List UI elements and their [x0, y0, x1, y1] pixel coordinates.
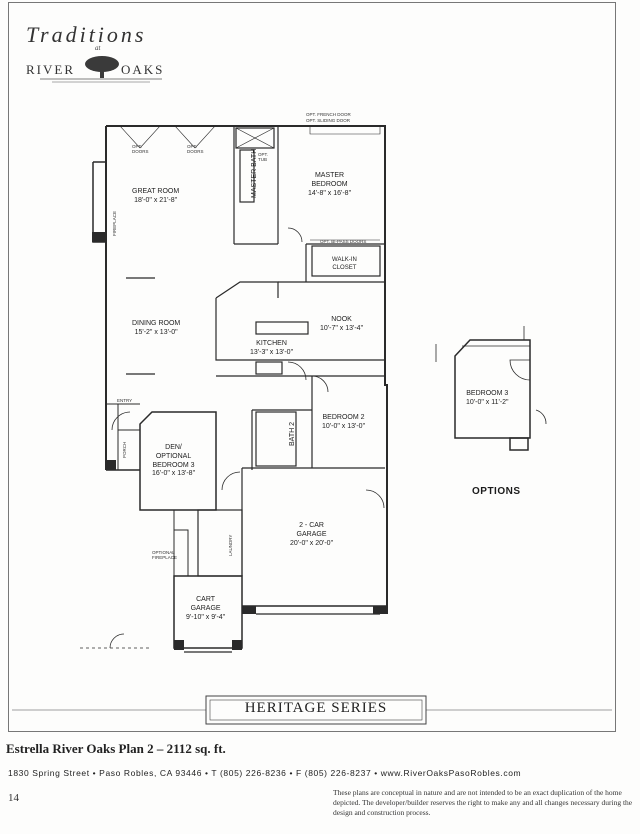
plan-name: Estrella River Oaks Plan 2 – 2112 sq. ft…: [6, 741, 226, 756]
opt-tub-label: OPT.TUB: [258, 152, 269, 162]
bath-2-label: BATH 2: [289, 422, 296, 446]
great-room-label: GREAT ROOM 18'-0" x 21'-8": [132, 188, 180, 204]
master-bedroom-label: MASTER BEDROOM 14'-8" x 16'-8": [308, 172, 352, 197]
page-number: 14: [8, 792, 19, 804]
option-floor-plan: [435, 326, 547, 451]
kitchen-label: KITCHEN 13'-3" x 13'-0": [250, 340, 294, 356]
series-title: HERITAGE SERIES: [244, 700, 388, 716]
bedroom-2-label: BEDROOM 2 10'-0" x 13'-0": [322, 414, 366, 430]
address-line: 1830 Spring Street • Paso Robles, CA 934…: [8, 768, 522, 778]
oak-tree-logo-icon: [40, 56, 162, 83]
opt-bi-pass-doors-label: OPT. BI-PASS DOORS: [320, 239, 367, 244]
laundry-label: LAUNDRY: [228, 534, 233, 556]
logo-at: at: [95, 44, 101, 52]
opt-doors-2-label: OPT.DOORS: [187, 144, 204, 154]
cart-garage-label: CART GARAGE 9'-10" x 9'-4": [186, 596, 226, 621]
nook-label: NOOK 10'-7" x 13'-4": [320, 316, 364, 332]
logo-word-right: OAKS: [121, 62, 165, 77]
dining-room-label: DINING ROOM 15'-2" x 13'-0": [132, 320, 181, 336]
disclaimer-text: These plans are conceptual in nature and…: [333, 788, 633, 817]
option-bedroom-3-label: BEDROOM 3 10'-0" x 11'-2": [466, 390, 509, 406]
main-floor-plan: [80, 125, 388, 653]
fireplace-label: FIREPLACE: [112, 210, 117, 236]
entry-label: ENTRY: [117, 398, 133, 403]
porch-label: PORCH: [122, 441, 127, 458]
opt-sliding-door-label: OPT. SLIDING DOOR: [306, 118, 351, 123]
wall-posts: [92, 232, 387, 650]
opt-french-door-label: OPT. FRENCH DOOR: [306, 112, 351, 117]
opt-doors-1-label: OPT.DOORS: [132, 144, 149, 154]
logo-word-left: RIVER: [26, 62, 75, 77]
page-border: [8, 2, 616, 732]
series-banner: [12, 695, 612, 725]
logo-title: Traditions: [26, 22, 147, 47]
garage-label: 2 - CAR GARAGE 20'-0" x 20'-0": [290, 522, 334, 547]
walk-in-closet-label: WALK-IN CLOSET: [332, 257, 357, 271]
den-label: DEN/ OPTIONAL BEDROOM 3 16'-0" x 13'-8": [152, 444, 196, 478]
options-label: OPTIONS: [472, 486, 521, 497]
